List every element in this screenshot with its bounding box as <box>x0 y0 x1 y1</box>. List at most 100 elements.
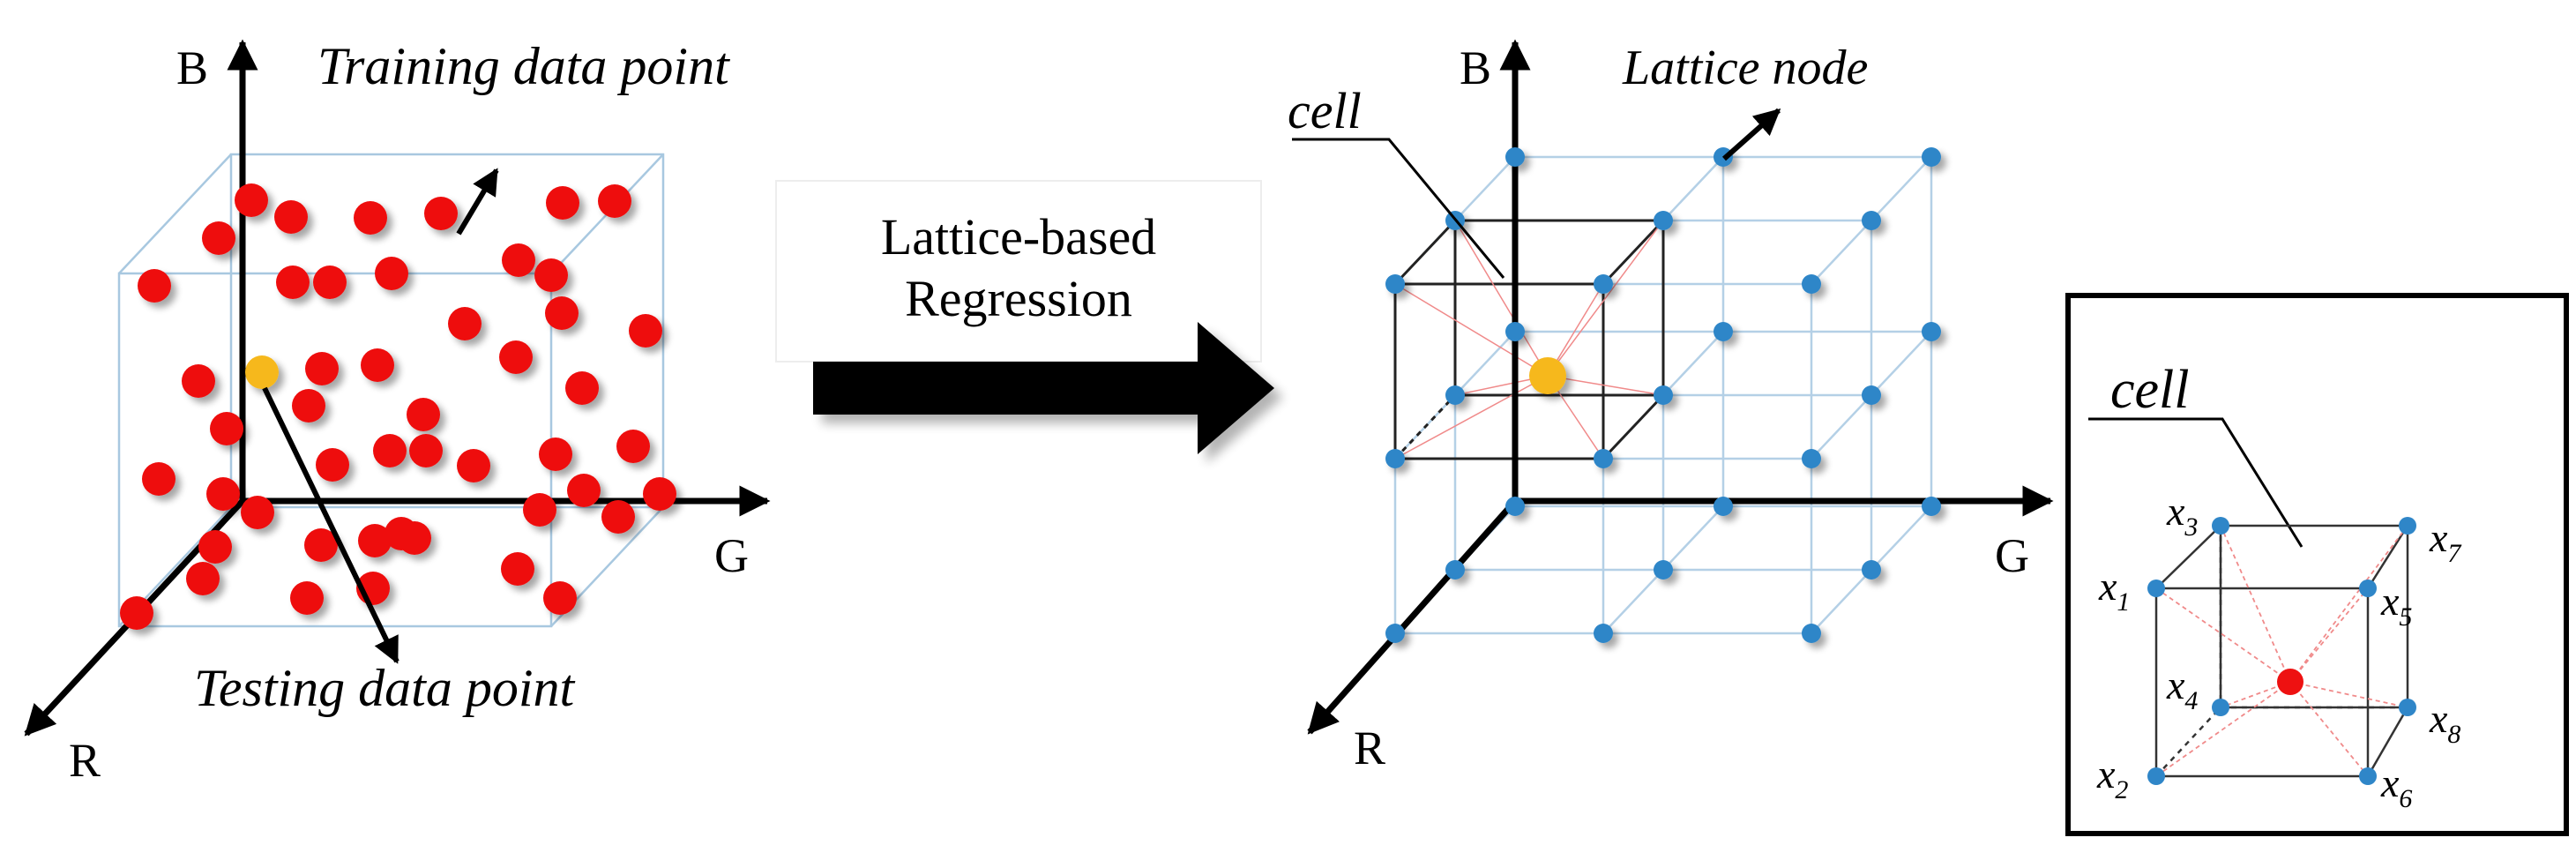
lattice-testing-point <box>1529 357 1566 394</box>
inset-node <box>2399 699 2416 716</box>
regression-label-box <box>775 180 1262 363</box>
training-point <box>375 257 408 290</box>
inset-interpolation-lines <box>2155 525 2408 777</box>
training-point <box>523 493 556 527</box>
training-point <box>407 398 440 431</box>
inset-cell-label: cell <box>2110 360 2190 420</box>
training-point <box>539 437 572 471</box>
training-point <box>543 581 577 615</box>
right-axes <box>1307 39 2054 735</box>
inset-node-label: x1 <box>2098 564 2130 617</box>
right-panel: B G R cell Lattice node <box>1288 39 2054 774</box>
training-point <box>629 314 662 348</box>
right-r-axis-label: R <box>1354 722 1385 774</box>
lattice-node <box>1802 274 1821 294</box>
training-point <box>616 430 650 463</box>
lattice-node <box>1802 449 1821 468</box>
regression-arrow <box>813 322 1274 454</box>
lattice-node-label: Lattice node <box>1622 41 1868 95</box>
lattice-node <box>1862 211 1881 230</box>
right-r-axis <box>1307 498 1518 735</box>
lattice-node <box>1594 624 1613 643</box>
inset-cell-leader <box>2088 417 2303 548</box>
training-points <box>120 183 676 630</box>
training-point <box>274 200 308 234</box>
training-point <box>457 449 490 482</box>
training-point <box>567 474 601 507</box>
left-r-axis-label: R <box>69 734 101 787</box>
inset-node <box>2147 580 2165 597</box>
inset-node <box>2359 767 2377 785</box>
lattice-node <box>1654 385 1673 405</box>
training-point <box>448 307 482 340</box>
training-point <box>120 596 153 630</box>
inset-nodes <box>2147 517 2416 785</box>
inset-node <box>2399 517 2416 535</box>
left-g-axis-label: G <box>714 529 749 582</box>
lattice-node <box>1385 449 1405 468</box>
training-point <box>142 462 175 496</box>
lattice-node <box>1654 560 1673 580</box>
lattice-node <box>1594 274 1613 294</box>
lattice-node <box>1445 385 1465 405</box>
cell-leader-line <box>1292 138 1505 279</box>
training-point <box>206 477 240 511</box>
regression-arrow-group: Lattice-based Regression <box>775 180 1274 454</box>
training-point <box>373 434 407 467</box>
testing-data-point-label: Testing data point <box>194 659 576 717</box>
inset-node-label: x5 <box>2380 579 2412 632</box>
training-point <box>499 340 533 374</box>
inset-node <box>2212 517 2229 535</box>
testing-label-arrow <box>262 386 399 664</box>
lattice-node <box>1385 624 1405 643</box>
training-point <box>601 500 635 534</box>
right-g-axis-label: G <box>1995 529 2029 582</box>
lattice-node <box>1862 560 1881 580</box>
testing-data-point <box>245 355 279 389</box>
training-point <box>546 186 579 220</box>
training-point <box>361 348 394 382</box>
left-panel: B G R Training data point Testing data p… <box>24 37 771 787</box>
training-point <box>305 352 339 385</box>
right-b-axis-label: B <box>1460 41 1491 94</box>
inset-node-label: x7 <box>2429 515 2462 568</box>
training-label-arrow <box>456 168 499 236</box>
lattice-nodes <box>1385 147 1941 643</box>
lattice-node <box>1714 497 1733 516</box>
training-point <box>182 364 215 398</box>
training-point <box>424 197 458 230</box>
inset-frame <box>2065 293 2569 836</box>
lattice-node <box>1505 497 1525 516</box>
inset-node <box>2359 580 2377 597</box>
lattice-node <box>1922 147 1941 167</box>
lattice-node <box>1862 385 1881 405</box>
training-point <box>316 448 349 482</box>
lattice-node <box>1714 322 1733 341</box>
inset-node-label: x8 <box>2429 696 2460 749</box>
inset-node <box>2212 699 2229 716</box>
training-point <box>502 243 535 277</box>
cell-label: cell <box>1288 82 1362 139</box>
training-point <box>534 258 568 292</box>
cell-interpolation-lines <box>1394 220 1664 460</box>
training-point <box>398 521 431 555</box>
left-b-axis-label: B <box>176 41 208 94</box>
inset-node-label: x6 <box>2380 760 2412 813</box>
training-point <box>292 389 325 423</box>
inset-node-label: x3 <box>2166 489 2198 542</box>
lattice-node <box>1505 322 1525 341</box>
regression-label-line1: Lattice-based <box>881 208 1156 265</box>
training-point <box>409 434 443 467</box>
training-point <box>186 562 220 595</box>
inset-node <box>2147 767 2165 785</box>
regression-label-line2: Regression <box>905 270 1132 327</box>
training-point <box>643 477 676 511</box>
training-data-point-label: Training data point <box>317 37 730 95</box>
lattice-node <box>1505 147 1525 167</box>
training-point <box>202 221 235 255</box>
training-point <box>354 201 387 235</box>
training-point <box>304 528 338 562</box>
